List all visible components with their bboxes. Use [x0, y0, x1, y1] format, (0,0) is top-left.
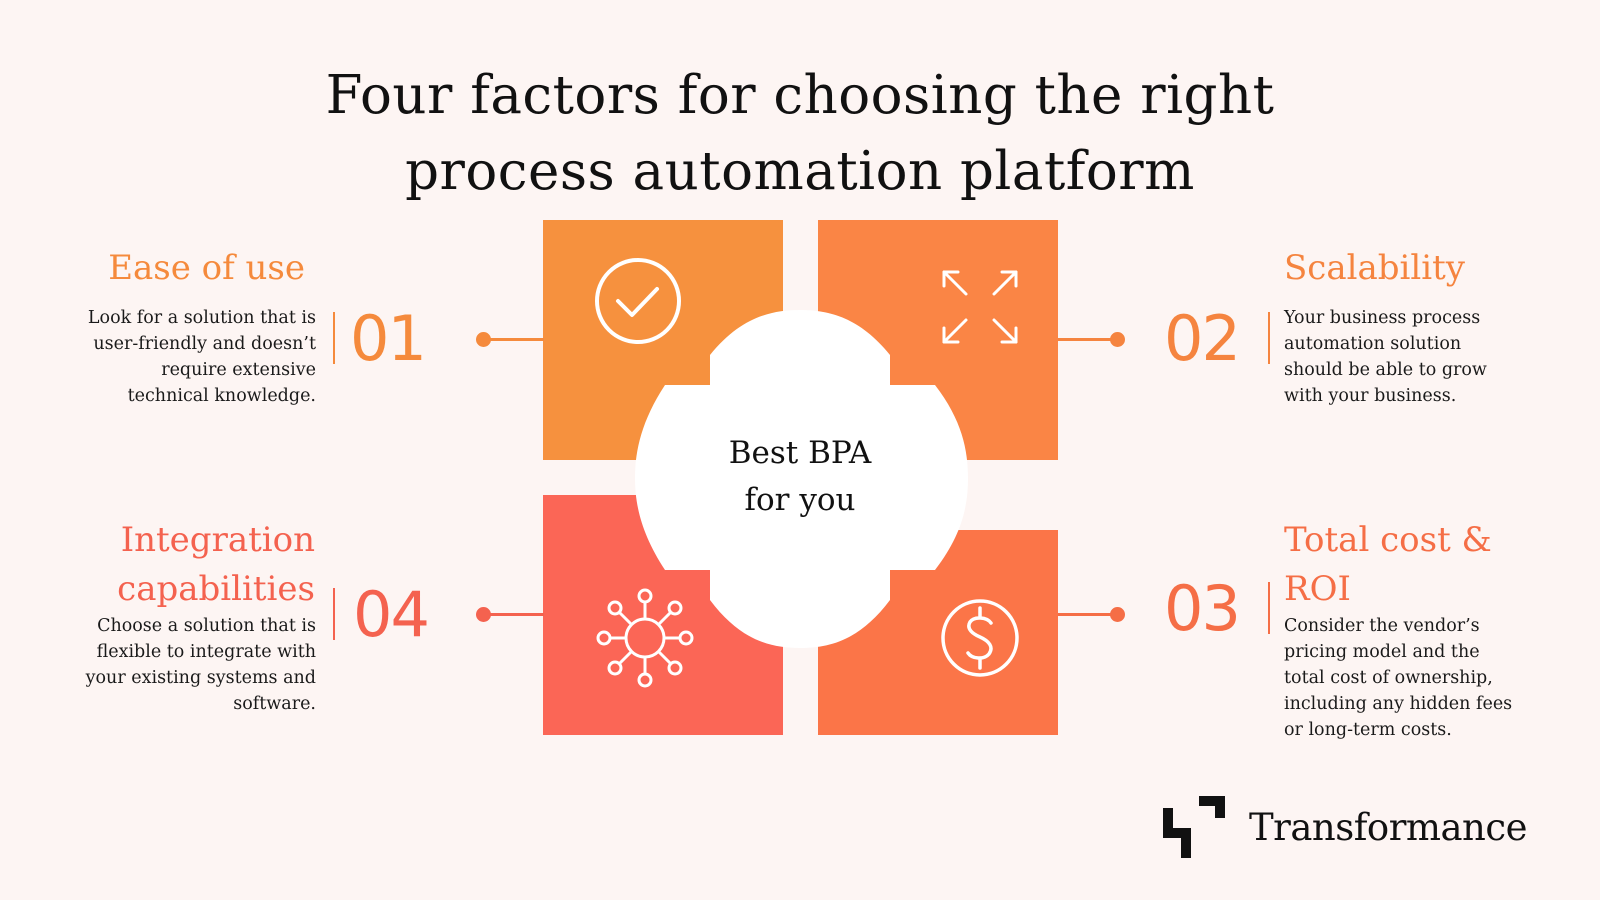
factor-04-divider — [333, 588, 335, 640]
title-line-2: process automation platform — [405, 141, 1195, 202]
network-hub-icon — [596, 588, 694, 688]
factor-03-number: 03 — [1164, 572, 1241, 645]
factor-04-connector-dot — [476, 607, 491, 622]
factor-01-title: Ease of use — [108, 248, 305, 288]
factor-03-description: Consider the vendor’s pricing model and … — [1284, 616, 1513, 740]
factor-03-title: Total cost & ROI — [1284, 516, 1524, 614]
factor-03-divider — [1268, 582, 1270, 634]
expand-arrows-icon — [942, 270, 1018, 344]
center-label-line-2: for you — [744, 482, 856, 518]
factor-01-description: Look for a solution that is user-friendl… — [87, 308, 316, 406]
factor-02-connector-dot — [1110, 332, 1125, 347]
factor-04-title-text: Integration capabilities — [117, 520, 315, 609]
factor-02-description: Your business process automation solutio… — [1284, 308, 1487, 406]
dollar-circle-icon — [941, 599, 1019, 677]
factor-04-description: Choose a solution that is flexible to in… — [85, 616, 316, 714]
factor-01-divider — [333, 312, 335, 364]
factor-04-connector-line — [484, 613, 544, 616]
brand-name: Transformance — [1249, 805, 1528, 849]
factor-01-connector-line — [484, 338, 544, 341]
center-label-line-1: Best BPA — [728, 435, 872, 471]
center-label: Best BPA for you — [700, 430, 900, 524]
factor-02-title: Scalability — [1284, 248, 1466, 288]
factor-01-number: 01 — [350, 302, 427, 375]
transformance-logo-icon — [1163, 796, 1225, 858]
factor-01-connector-dot — [476, 332, 491, 347]
brand: Transformance — [1163, 796, 1528, 858]
page-title: Four factors for choosing the right proc… — [0, 58, 1600, 210]
factor-03-connector-line — [1058, 613, 1118, 616]
factor-02-connector-line — [1058, 338, 1118, 341]
factor-04-number: 04 — [353, 578, 430, 651]
factor-03-title-text: Total cost & ROI — [1284, 520, 1492, 609]
checkmark-circle-icon — [595, 258, 681, 344]
factor-02-divider — [1268, 312, 1270, 364]
title-line-1: Four factors for choosing the right — [325, 65, 1275, 126]
center-shape — [635, 310, 968, 648]
factor-03-connector-dot — [1110, 607, 1125, 622]
factor-02-number: 02 — [1164, 302, 1241, 375]
factor-04-title: Integration capabilities — [60, 516, 315, 614]
